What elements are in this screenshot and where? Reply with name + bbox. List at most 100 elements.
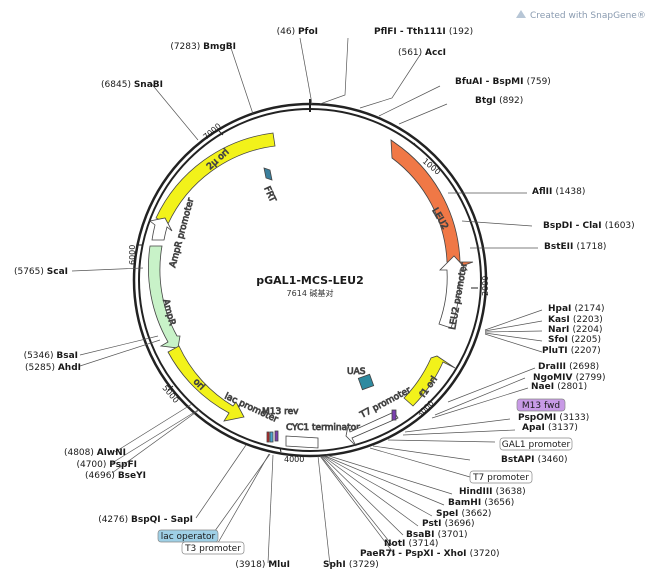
plasmid-name: pGAL1-MCS-LEU2 [256, 274, 363, 287]
site-name: PspFI [109, 460, 137, 470]
site-label-bseyi[interactable]: (4696) BseYI [85, 471, 146, 481]
site-label-btgi[interactable]: BtgI (892) [475, 96, 523, 106]
watermark-text: Created with SnapGene® [530, 11, 646, 21]
site-name: PluTI [542, 346, 571, 356]
site-name: PspOMI [518, 413, 559, 423]
site-position: (3696) [445, 519, 475, 529]
site-label-ahdi[interactable]: (5285) AhdI [25, 363, 81, 373]
feature-box-gal1[interactable]: GAL1 promoter [499, 437, 573, 451]
site-position: (3701) [438, 530, 468, 540]
site-label-bamhi[interactable]: BamHI (3656) [448, 498, 514, 508]
site-label-nari[interactable]: NarI (2204) [548, 325, 602, 335]
site-label-bfuai[interactable]: BfuAI - BspMI (759) [455, 77, 551, 87]
feature-box-lacop[interactable]: lac operator [157, 529, 219, 543]
site-label-bspqi[interactable]: (4276) BspQI - SapI [98, 515, 193, 525]
feature-box-text: T3 promoter [184, 544, 241, 554]
feature-box-bg [469, 470, 533, 484]
site-label-noti[interactable]: NotI (3714) [384, 539, 438, 549]
site-position: (2698) [569, 362, 599, 372]
site-label-apai[interactable]: ApaI (3137) [522, 423, 578, 433]
site-label-bspdi[interactable]: BspDI - ClaI (1603) [543, 221, 635, 231]
site-name: BsaI [56, 351, 78, 361]
site-position: (2801) [557, 382, 587, 392]
feature-cyc1[interactable] [285, 435, 319, 449]
site-label-psppomi[interactable]: PspOMI (3133) [518, 413, 589, 423]
site-name: BstEII [544, 242, 577, 252]
tick-2000: 2000 [481, 276, 490, 296]
feature-box-m13fwd[interactable]: M13 fwd [516, 398, 566, 412]
site-label-bmgbi[interactable]: (7283) BmgBI [170, 42, 236, 52]
site-position: (2205) [571, 335, 601, 345]
feature-box-text: M13 fwd [522, 401, 560, 411]
site-position: (5765) [14, 267, 47, 277]
site-label-pluti[interactable]: PluTI (2207) [542, 346, 601, 356]
site-position: (4700) [76, 460, 109, 470]
site-label-aflii[interactable]: AflII (1438) [532, 187, 585, 197]
site-position: (7283) [170, 42, 203, 52]
site-label-snabi[interactable]: (6845) SnaBI [101, 80, 163, 90]
feature-f1-ori[interactable] [403, 355, 456, 407]
site-label-hpai[interactable]: HpaI (2174) [548, 304, 604, 314]
site-position: (2203) [573, 315, 603, 325]
site-name: NgoMIV [533, 373, 576, 383]
site-label-paer7i[interactable]: PaeR7I - PspXI - XhoI (3720) [360, 549, 500, 559]
site-position: (3460) [538, 455, 568, 465]
site-name: BspQI - SapI [131, 515, 193, 525]
feature-box-t7[interactable]: T7 promoter [469, 470, 533, 484]
feature-uas[interactable] [357, 373, 375, 391]
t3-mark [266, 431, 270, 443]
feature-gal1-promoter[interactable] [345, 411, 399, 447]
site-position: (4276) [98, 515, 131, 525]
site-name: ScaI [47, 267, 68, 277]
site-label-pspfi[interactable]: (4700) PspFI [76, 460, 137, 470]
site-label-bsabi[interactable]: BsaBI (3701) [406, 530, 468, 540]
feature-ori[interactable] [167, 345, 245, 422]
site-label-pflfi[interactable]: PflFI - Tth111I (192) [374, 27, 473, 37]
site-name: PfoI [298, 27, 318, 37]
leader-lines [71, 37, 543, 566]
site-label-hindiii[interactable]: HindIII (3638) [459, 487, 526, 497]
site-label-sfoi[interactable]: SfoI (2205) [548, 335, 601, 345]
site-label-bsteii[interactable]: BstEII (1718) [544, 242, 606, 252]
site-label-pfoi[interactable]: (46) PfoI [277, 27, 318, 37]
site-label-alwni[interactable]: (4808) AlwNI [64, 448, 126, 458]
site-label-bsai[interactable]: (5346) BsaI [24, 351, 78, 361]
site-label-draiii[interactable]: DraIII (2698) [538, 362, 599, 372]
site-position: (4696) [85, 471, 118, 481]
site-position: (3729) [349, 560, 379, 570]
site-label-naei[interactable]: NaeI (2801) [531, 382, 587, 392]
feature-2u-ori[interactable] [155, 132, 276, 225]
feature-frt[interactable] [263, 167, 273, 181]
site-label-mlui[interactable]: (3918) MluI [235, 560, 290, 570]
site-label-acci[interactable]: (561) AccI [398, 48, 446, 58]
site-name: DraIII [538, 362, 569, 372]
site-label-scai[interactable]: (5765) ScaI [14, 267, 68, 277]
lac-operator-mark [269, 431, 274, 443]
feature-box-text: T7 promoter [472, 473, 529, 483]
site-label-sphi[interactable]: SphI (3729) [323, 560, 379, 570]
m13-rev-mark [274, 430, 279, 442]
site-label-ngomiv[interactable]: NgoMIV (2799) [533, 373, 606, 383]
site-label-kasi[interactable]: KasI (2203) [548, 315, 603, 325]
site-position: (2204) [573, 325, 603, 335]
site-label-psti[interactable]: PstI (3696) [422, 519, 475, 529]
site-name: SnaBI [134, 80, 163, 90]
feature-ampr-promoter[interactable] [149, 217, 173, 241]
site-label-bstapi[interactable]: BstAPI (3460) [501, 455, 568, 465]
feature-ampr[interactable] [148, 245, 181, 349]
site-position: (3662) [462, 509, 492, 519]
site-name: NaeI [531, 382, 557, 392]
site-label-spei[interactable]: SpeI (3662) [436, 509, 491, 519]
feature-leu2-promoter[interactable] [438, 255, 468, 329]
site-name: PstI [422, 519, 445, 529]
site-name: BsaBI [406, 530, 438, 540]
site-position: (192) [449, 27, 473, 37]
feature-label-frt: FRT [261, 185, 277, 204]
feature-box-bg [181, 541, 245, 555]
site-position: (2174) [575, 304, 605, 314]
feature-box-t3[interactable]: T3 promoter [181, 541, 245, 555]
feature-box-bg [516, 398, 566, 412]
site-name: NarI [548, 325, 573, 335]
